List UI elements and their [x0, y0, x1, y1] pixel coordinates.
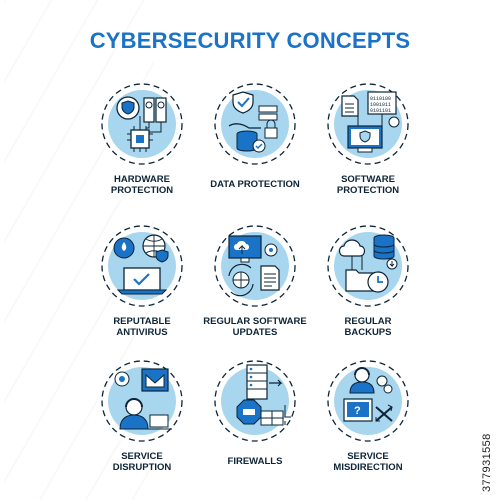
regular-backups-icon [327, 225, 409, 307]
firewalls-icon [214, 360, 296, 442]
stock-id: 377931558 [481, 433, 493, 492]
concept-label: DATA PROTECTION [210, 179, 300, 190]
concept-card-reputable-antivirus: REPUTABLE ANTIVIRUS [82, 220, 202, 350]
svg-text:?: ? [354, 405, 361, 417]
service-misdirection-icon: ? [327, 360, 409, 442]
concept-card-service-disruption: SERVICE DISRUPTION [82, 355, 202, 485]
svg-text:0101101: 0101101 [370, 108, 391, 114]
concept-card-firewalls: FIREWALLS [195, 355, 315, 485]
stock-strip [484, 0, 500, 500]
page-title: CYBERSECURITY CONCEPTS [89, 28, 411, 53]
concept-label: SERVICE DISRUPTION [112, 451, 172, 473]
concept-label: REGULAR BACKUPS [344, 316, 392, 338]
concept-label: FIREWALLS [227, 456, 283, 467]
concept-card-hardware-protection: HARDWARE PROTECTION [82, 78, 202, 208]
svg-text:1001011: 1001011 [370, 102, 391, 108]
data-protection-icon [214, 83, 296, 165]
concept-label: REPUTABLE ANTIVIRUS [113, 316, 171, 338]
software-protection-icon: 0110100 1001011 0101101 [327, 83, 409, 165]
concept-card-software-protection: 0110100 1001011 0101101 SOFTWARE PROTECT… [308, 78, 428, 208]
concept-label: HARDWARE PROTECTION [110, 174, 174, 196]
service-disruption-icon [101, 360, 183, 442]
hardware-protection-icon [101, 83, 183, 165]
concept-card-data-protection: DATA PROTECTION [195, 78, 315, 208]
concept-label: SOFTWARE PROTECTION [336, 174, 400, 196]
concept-card-regular-backups: REGULAR BACKUPS [308, 220, 428, 350]
svg-text:0110100: 0110100 [370, 96, 391, 102]
reputable-antivirus-icon [101, 225, 183, 307]
concept-card-service-misdirection: ? SERVICE MISDIRECTION [308, 355, 428, 485]
concept-label: REGULAR SOFTWARE UPDATES [203, 316, 307, 338]
concept-card-regular-software-updates: REGULAR SOFTWARE UPDATES [195, 220, 315, 350]
regular-software-updates-icon [214, 225, 296, 307]
concept-label: SERVICE MISDIRECTION [333, 451, 403, 473]
